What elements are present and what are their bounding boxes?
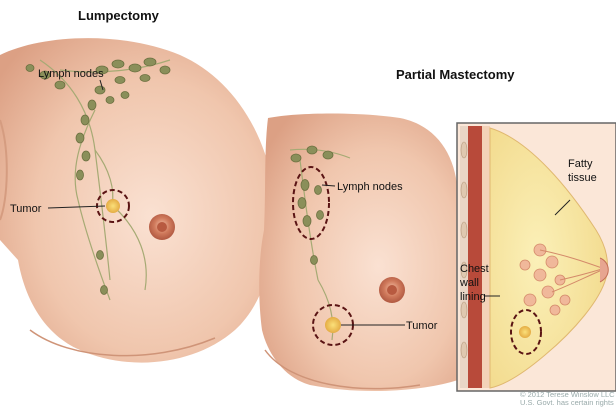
tumor-inset bbox=[519, 326, 531, 338]
label-tumor-right: Tumor bbox=[406, 320, 438, 332]
label-fatty-line2: tissue bbox=[568, 172, 597, 184]
chest-wall-lining bbox=[482, 126, 490, 388]
torso-skin-right bbox=[259, 114, 458, 392]
label-tumor-left: Tumor bbox=[10, 203, 42, 215]
label-lymph-nodes-right: Lymph nodes bbox=[337, 181, 403, 193]
label-chest-line1: Chest bbox=[460, 263, 489, 275]
areola-center-left bbox=[157, 222, 167, 232]
title-partial-mastectomy: Partial Mastectomy bbox=[396, 67, 515, 82]
torso-skin-left bbox=[0, 38, 275, 362]
credit-line2: U.S. Govt. has certain rights bbox=[520, 398, 614, 407]
areola-center-right bbox=[387, 285, 397, 295]
lumpectomy-figure bbox=[0, 38, 275, 362]
tumor-left bbox=[106, 199, 120, 213]
chest-wall-muscle bbox=[468, 126, 482, 388]
tumor-right bbox=[325, 317, 341, 333]
label-chest-line3: lining bbox=[460, 291, 486, 303]
label-lymph-nodes-left: Lymph nodes bbox=[38, 68, 104, 80]
label-chest-line2: wall bbox=[459, 277, 479, 289]
label-fatty-line1: Fatty bbox=[568, 158, 593, 170]
title-lumpectomy: Lumpectomy bbox=[78, 8, 160, 23]
